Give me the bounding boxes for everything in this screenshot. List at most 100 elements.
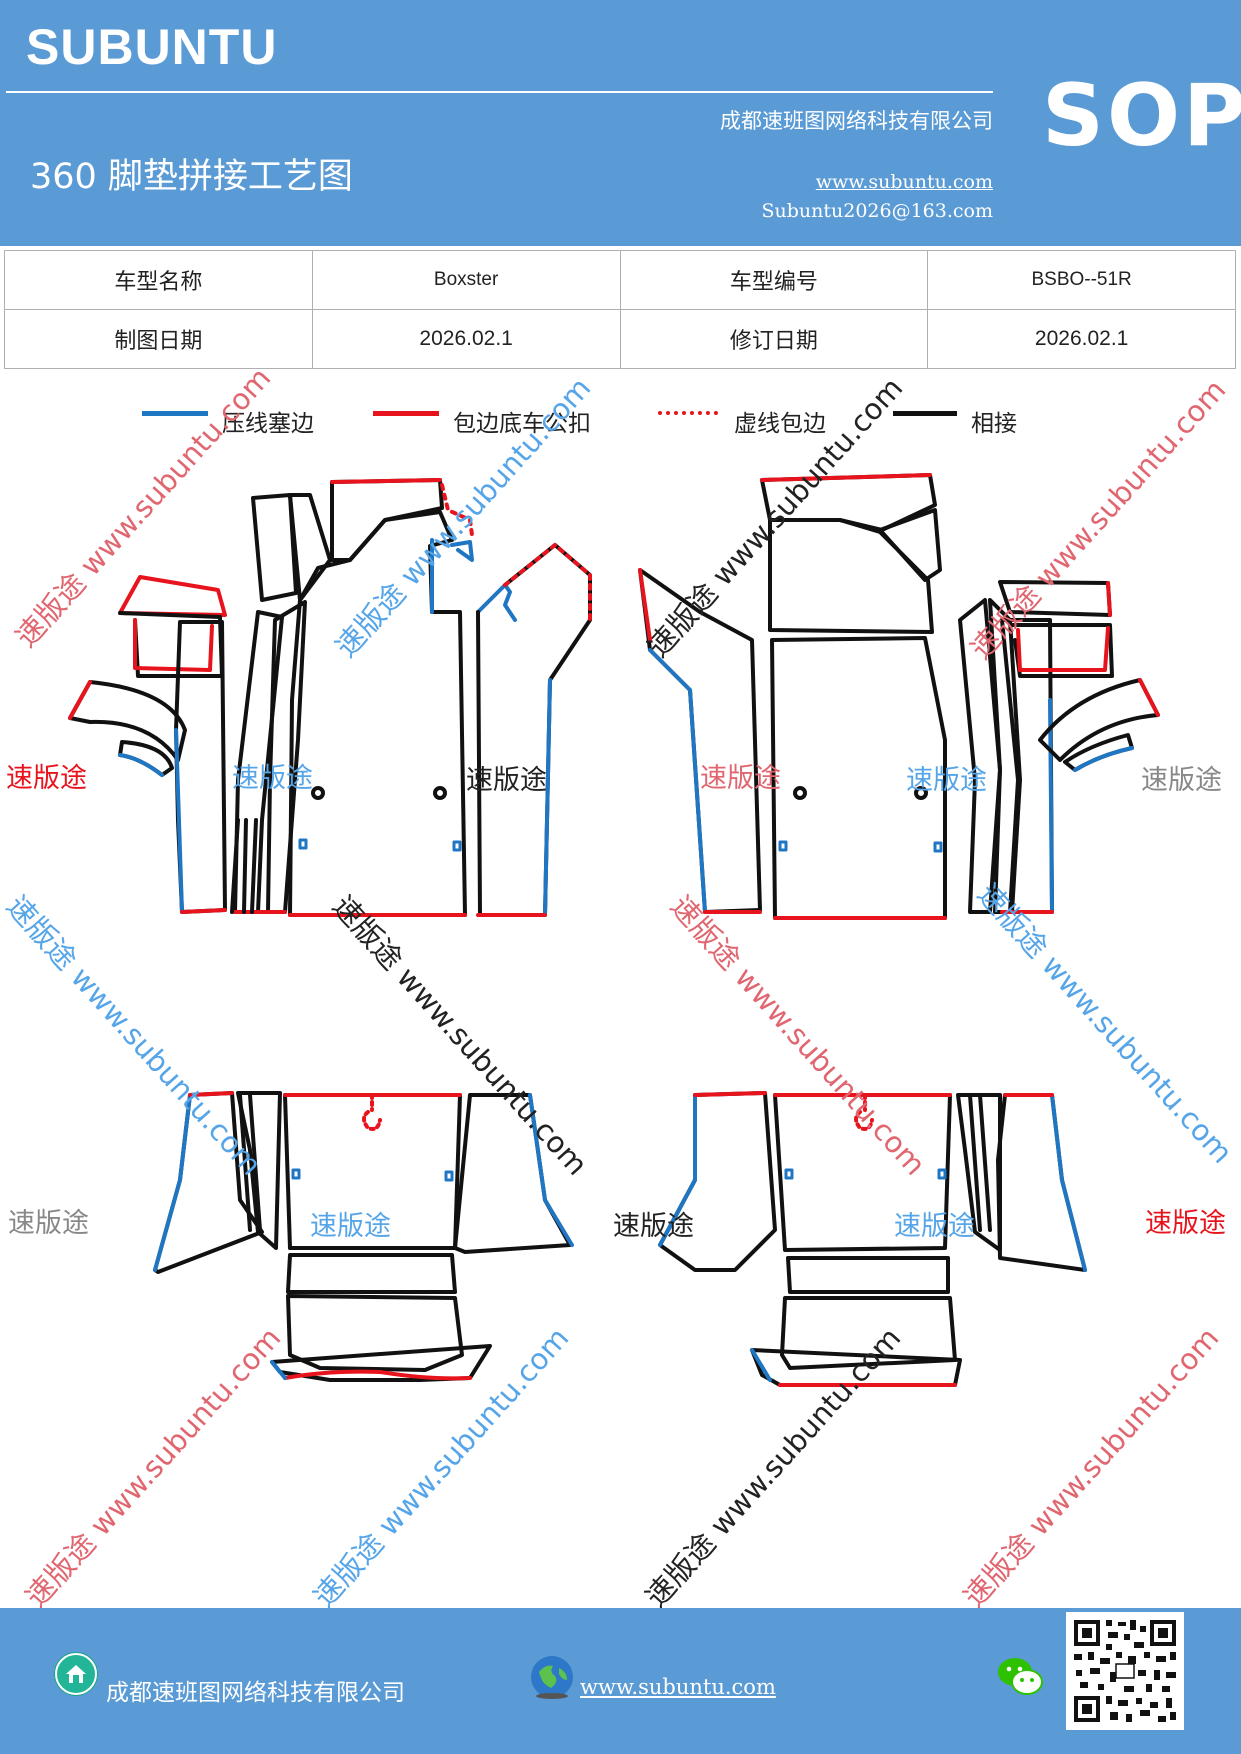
mat-edge: [760, 473, 932, 482]
mat-piece: [133, 618, 214, 672]
mat-piece: [958, 598, 1002, 914]
mat-edge: [1073, 746, 1134, 772]
floor-mat-drawing: [68, 473, 1160, 1387]
legend-label: 相接: [971, 411, 1017, 437]
brand-label: 速版途: [906, 765, 987, 796]
mat-piece: [996, 1093, 1087, 1272]
mat-edge: [750, 1348, 772, 1382]
top-right-mat-assembly: [638, 473, 1160, 920]
fastener-hole: [433, 786, 447, 800]
mat-piece: [286, 1294, 464, 1372]
document-title: 360 脚垫拼接工艺图: [30, 157, 353, 197]
legend-swatch-blue: [142, 411, 208, 416]
legend-label: 包边底车公扣: [453, 411, 591, 437]
legend-swatch-black: [893, 411, 957, 416]
mat-edge-dotted: [362, 1093, 382, 1131]
draw-date-label: 制图日期: [4, 309, 313, 369]
mat-edge: [450, 540, 474, 562]
mat-edge: [118, 753, 164, 777]
fastener-hole: [311, 786, 325, 800]
mat-edge: [180, 908, 227, 914]
mat-piece: [236, 1091, 282, 1250]
mat-piece: [174, 620, 227, 914]
mat-edge: [638, 568, 652, 642]
brand-label: 速版途: [1141, 765, 1222, 796]
mat-edge-dotted: [440, 483, 474, 537]
fastener-hole: [793, 786, 807, 800]
mat-edge: [188, 1091, 234, 1097]
header-divider: [6, 91, 993, 93]
brand-label: 速版途: [700, 763, 781, 794]
mat-piece: [780, 1296, 957, 1370]
mat-piece: [476, 543, 592, 917]
clip-mark: [933, 841, 943, 853]
model-code-value: BSBO--51R: [927, 250, 1236, 310]
company-name: 成都速班图网络科技有限公司: [720, 109, 993, 133]
mat-piece: [786, 1256, 950, 1294]
mat-edge: [1138, 678, 1160, 717]
draw-date-value: 2026.02.1: [311, 309, 621, 369]
clip-mark: [452, 840, 462, 852]
brand-label: 速版途: [310, 1211, 391, 1242]
clip-mark: [937, 1168, 947, 1180]
mat-edge: [270, 1360, 287, 1380]
brand-label: 速版途: [1145, 1208, 1226, 1239]
mat-piece: [230, 818, 258, 914]
email-address: Subuntu2026@163.com: [761, 200, 993, 222]
legend-item-dotted-edge: 虚线包边: [658, 402, 858, 438]
mat-piece: [118, 575, 227, 617]
clip-mark: [291, 1168, 301, 1180]
mat-edge: [1016, 626, 1110, 672]
brand-label: 速版途: [894, 1211, 975, 1242]
fastener-hole: [914, 786, 928, 800]
mat-piece: [768, 518, 934, 634]
mat-edge: [543, 678, 552, 917]
mat-edge: [153, 1093, 192, 1272]
mat-piece: [658, 1091, 777, 1272]
mat-piece: [968, 1093, 992, 1232]
footer-website-link[interactable]: www.subuntu.com: [580, 1675, 776, 1699]
clip-mark: [444, 1170, 454, 1182]
footer-banner: 成都速班图网络科技有限公司 www.subuntu.com: [0, 1608, 1241, 1754]
brand-label: 速版途: [232, 763, 313, 794]
legend-swatch-red-dotted: [658, 411, 718, 415]
legend-label: 虚线包边: [734, 411, 826, 437]
mat-edge-dotted: [854, 1093, 874, 1131]
legend-item-press-line: 压线塞边: [142, 402, 342, 438]
legend-item-wrap-edge: 包边底车公扣: [373, 402, 613, 438]
legend-item-joined: 相接: [893, 402, 1053, 438]
footer-company: 成都速班图网络科技有限公司: [106, 1680, 405, 1706]
model-name-value: Boxster: [311, 250, 621, 310]
mat-edge: [1048, 698, 1054, 914]
table-row: 制图日期 2026.02.1 修订日期 2026.02.1: [4, 309, 1236, 369]
mat-edge-dotted: [503, 543, 592, 622]
website-link[interactable]: www.subuntu.com: [815, 171, 993, 193]
globe-icon: [529, 1654, 573, 1699]
home-icon: [54, 1652, 98, 1696]
legend-swatch-red: [373, 411, 439, 416]
bottom-left-mat-assembly: [153, 1091, 574, 1382]
mat-edge: [330, 478, 442, 484]
revision-date-value: 2026.02.1: [927, 309, 1236, 369]
mat-edge: [528, 1093, 574, 1247]
mat-piece: [68, 680, 187, 762]
mat-piece: [878, 508, 942, 582]
model-name-label: 车型名称: [4, 250, 313, 310]
mat-piece: [286, 1253, 457, 1294]
mat-edge: [648, 648, 707, 914]
mat-piece: [956, 1093, 1002, 1252]
mat-piece: [770, 636, 947, 920]
wechat-icon: [996, 1656, 1043, 1700]
mat-edge: [283, 1369, 472, 1381]
mat-piece: [238, 1093, 262, 1232]
clip-mark: [778, 840, 788, 852]
qr-code: [1066, 1612, 1184, 1730]
vehicle-info-table: 车型名称 Boxster 车型编号 BSBO--51R 制图日期 2026.02…: [4, 250, 1236, 369]
mat-edge: [658, 1093, 697, 1247]
revision-date-label: 修订日期: [619, 309, 929, 369]
clip-mark: [784, 1168, 794, 1180]
brand-label: 速版途: [466, 765, 547, 796]
mat-edge: [68, 680, 92, 720]
header-banner: SUBUNTU 成都速班图网络科技有限公司 360 脚垫拼接工艺图 www.su…: [0, 0, 1241, 246]
mat-piece: [251, 493, 298, 602]
